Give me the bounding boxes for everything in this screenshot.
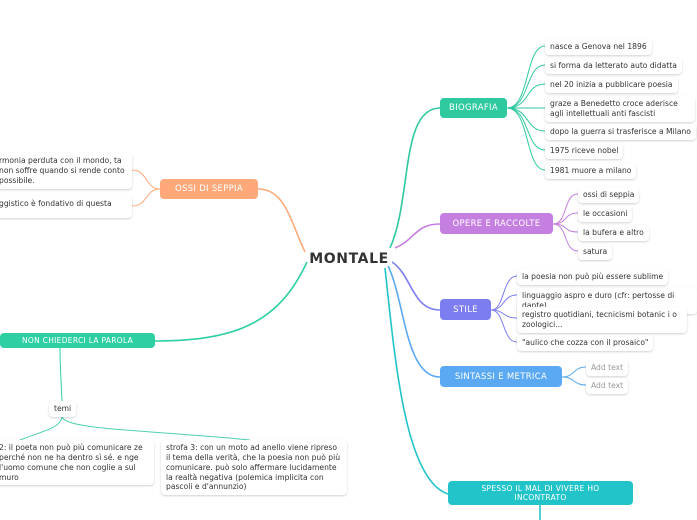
link-root-sintassi: [387, 265, 441, 378]
branch-opere-e-raccolte[interactable]: OPERE E RACCOLTE: [440, 213, 553, 234]
list-item[interactable]: registro quotidiani, tecnicismi botanic …: [517, 307, 687, 333]
list-item[interactable]: la bufera e altro: [578, 225, 649, 241]
list-item[interactable]: rmonia perduta con il mondo, ta non soff…: [0, 153, 132, 189]
branch-spesso-il-mal-di-vivere[interactable]: SPESSO IL MAL DI VIVERE HO INCONTRATO: [448, 481, 633, 505]
list-item[interactable]: dopo la guerra si trasferisce a Milano: [545, 124, 696, 140]
list-item[interactable]: Add text: [586, 378, 629, 394]
list-item[interactable]: la poesia non può più essere sublime: [517, 269, 669, 285]
branch-stile[interactable]: STILE: [440, 299, 491, 320]
list-item[interactable]: le occasioni: [578, 206, 633, 222]
root-topic-montale[interactable]: MONTALE: [309, 251, 389, 267]
link-root-nonchiederci: [154, 261, 308, 342]
list-item[interactable]: strofa 3: con un moto ad anello viene ri…: [161, 440, 347, 496]
list-item[interactable]: 1981 muore a milano: [545, 163, 637, 179]
list-item[interactable]: nel 20 inizia a pubblicare poesia: [545, 77, 678, 93]
branch-sintassi-e-metrica[interactable]: SINTASSI E METRICA: [440, 366, 562, 387]
list-item[interactable]: graze a Benedetto croce aderisce agli in…: [545, 96, 695, 122]
list-item[interactable]: "aulico che cozza con il prosaico": [517, 335, 654, 351]
list-item[interactable]: 2: il poeta non può più comunicare ze pe…: [0, 440, 154, 486]
topic-temi[interactable]: temi: [49, 401, 77, 417]
list-item[interactable]: satura: [578, 244, 613, 260]
branch-biografia[interactable]: BIOGRAFIA: [440, 98, 507, 118]
branch-ossi-di-seppia[interactable]: OSSI DI SEPPIA: [160, 179, 258, 199]
link-root-spesso: [384, 267, 449, 495]
list-item[interactable]: ggistico è fondativo di questa: [0, 196, 132, 218]
branch-non-chiederci-la-parola[interactable]: NON CHIEDERCI LA PAROLA: [0, 333, 155, 348]
link-root-stile: [391, 261, 441, 311]
list-item[interactable]: si forma da letterato auto didatta: [545, 58, 682, 74]
link-root-opere: [394, 223, 441, 249]
list-item[interactable]: nasce a Genova nel 1896: [545, 39, 652, 55]
link-root-ossi: [257, 188, 306, 253]
list-item[interactable]: ossi di seppia: [578, 187, 640, 203]
link-root-biografia: [389, 107, 441, 249]
list-item[interactable]: 1975 riceve nobel: [545, 143, 624, 159]
list-item[interactable]: Add text: [586, 360, 629, 376]
